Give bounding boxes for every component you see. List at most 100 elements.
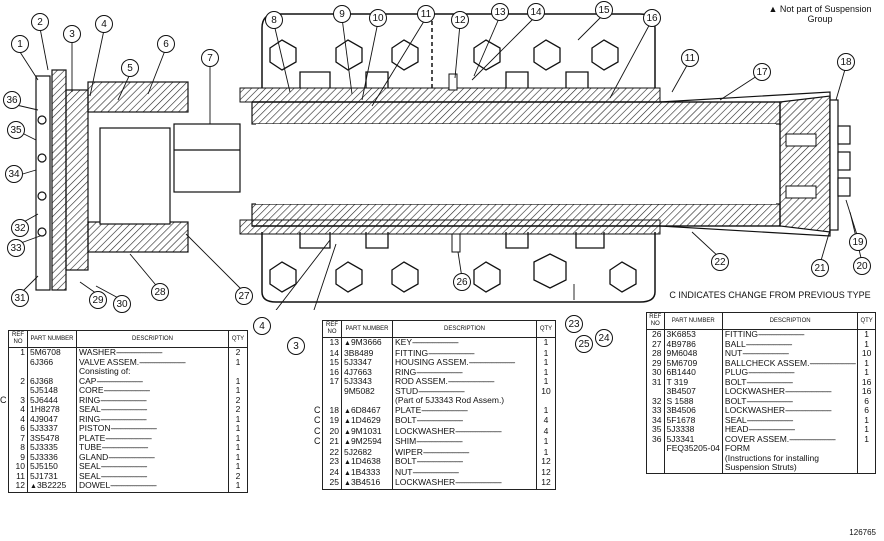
callout-33: 33 — [7, 239, 25, 257]
leader-dots: ------------------------- — [745, 339, 793, 349]
cell-description-text: PLATE — [395, 405, 422, 415]
cell-description: SEAL------------------------- — [76, 405, 229, 415]
cell-qty: 1 — [229, 452, 248, 463]
table-row: Consisting of: — [8, 367, 248, 377]
cell-description-text: BOLT — [395, 416, 417, 425]
cell-qty: 1 — [229, 357, 248, 368]
callout-36: 36 — [3, 91, 21, 109]
cell-description: WASHER------------------------- — [76, 347, 229, 358]
cell-qty: 4 — [537, 426, 556, 438]
cell-ref-text: 22 — [329, 446, 339, 457]
leader-dots: ------------------------- — [105, 433, 152, 443]
cell-part-number-text: FEQ35205-04 — [666, 443, 720, 453]
cell-description-text: FORM — [724, 444, 750, 453]
cell-ref — [8, 386, 28, 396]
cell-qty-text: 12 — [541, 477, 551, 487]
cell-part-number: 5J5148 — [27, 385, 77, 396]
cell-qty — [858, 454, 876, 464]
cell-part-number: 5J1731 — [27, 471, 77, 481]
leader-dots: ------------------------- — [421, 405, 468, 415]
fitting-14 — [448, 73, 458, 91]
cell-part-number-text: 1D4629 — [350, 415, 381, 425]
callout-20: 20 — [853, 257, 871, 275]
cell-description-text: FITTING — [724, 329, 758, 339]
cell-part-number: ▲9M1031 — [341, 426, 393, 437]
cell-part-number: FEQ35205-04 — [664, 443, 723, 454]
cell-part-number: 3S5478 — [27, 433, 77, 443]
cell-description-text: SHIM — [395, 437, 417, 446]
cell-part-number-text: 5M6708 — [30, 347, 61, 357]
cell-description: CAP------------------------- — [76, 376, 229, 386]
cell-description-text: NUT — [395, 467, 413, 477]
cell-ref: 7 — [8, 433, 28, 443]
cell-description: KEY------------------------- — [392, 337, 537, 349]
cell-description-text: (Part of 5J3343 Rod Assem.) — [395, 396, 505, 405]
cell-ref: 11 — [8, 470, 28, 481]
cell-description-text: KEY — [395, 337, 413, 347]
cell-description: PLUG------------------------- — [722, 368, 859, 378]
cell-ref-text: 13 — [329, 337, 339, 347]
callout-1: 1 — [11, 35, 29, 53]
cell-part-number-text: T 319 — [666, 376, 689, 387]
cell-ref-text: 21 — [329, 436, 339, 446]
callout-15: 15 — [595, 1, 613, 19]
cell-ref: 31 — [646, 377, 665, 387]
table-row: (Instructions for installing — [646, 453, 876, 464]
not-part-triangle-icon: ▲ — [344, 459, 351, 466]
cell-part-number — [664, 463, 723, 474]
cell-description: (Part of 5J3343 Rod Assem.) — [392, 396, 537, 406]
cell-qty: 1 — [229, 423, 248, 434]
leader-dots: ------------------------- — [101, 443, 149, 452]
leader-dots: ------------------------- — [748, 368, 795, 377]
cell-part-number: 5J3335 — [27, 442, 77, 453]
cell-qty: 1 — [537, 405, 556, 417]
callout-34: 34 — [5, 165, 23, 183]
cell-ref — [646, 453, 665, 463]
cell-part-number-text: 5J3343 — [344, 376, 372, 386]
col-qty: QTY — [536, 320, 556, 338]
cell-qty-text: 6 — [864, 405, 869, 415]
cell-ref-text: 3 — [20, 394, 25, 405]
leader-dots: ------------------------- — [447, 377, 495, 386]
table-row: (Part of 5J3343 Rod Assem.) — [322, 396, 556, 406]
cell-part-number: 5J3338 — [664, 424, 723, 435]
cell-qty: 1 — [228, 480, 248, 493]
cell-ref-text: 35 — [652, 424, 662, 434]
cell-ref-text: 34 — [652, 414, 662, 425]
callout-10: 10 — [369, 9, 387, 27]
cell-ref: 6 — [8, 423, 28, 434]
cell-part-number: ▲9M2594 — [341, 436, 393, 448]
leader-dots: ------------------------- — [96, 376, 143, 386]
cell-qty-text: 1 — [235, 480, 241, 490]
cell-ref-text: 27 — [652, 338, 662, 349]
not-part-triangle-icon: ▲ — [344, 439, 351, 446]
cell-description: BOLT------------------------- — [722, 377, 859, 387]
col-ref: REF NO — [8, 330, 28, 348]
cell-ref: 16 — [322, 367, 342, 377]
cell-part-number: 5J3337 — [27, 423, 77, 434]
leader-dots: ------------------------- — [428, 348, 475, 358]
cell-description-text: LOCKWASHER — [395, 478, 456, 487]
leader-dots: ------------------------- — [789, 434, 836, 444]
cell-description: LOCKWASHER------------------------- — [722, 406, 859, 416]
cell-description-text: CAP — [79, 376, 97, 386]
cell-ref: 12 — [8, 480, 28, 493]
leader-dots: ------------------------- — [412, 337, 459, 347]
col-qty: QTY — [228, 330, 248, 348]
cell-ref: 32 — [646, 396, 665, 406]
cell-part-number: 3B4507 — [664, 386, 723, 397]
cell-ref-text: 11 — [16, 470, 25, 481]
cell-qty: 1 — [858, 358, 876, 369]
cell-description: SEAL------------------------- — [76, 471, 229, 481]
cell-description: BOLT------------------------- — [392, 416, 537, 427]
cell-part-number: ▲1D4629 — [341, 415, 393, 427]
cell-part-number-text: 5J5150 — [30, 461, 58, 471]
cell-ref: 10 — [8, 461, 28, 472]
